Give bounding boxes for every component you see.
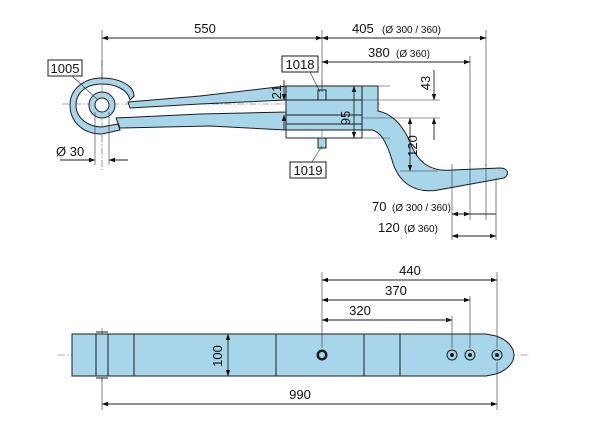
callout-1005: 1005	[51, 61, 80, 76]
dim-eye-diameter: Ø 30	[56, 144, 84, 159]
dim-405: 405	[352, 21, 374, 36]
dim-120-tail-note: (Ø 360)	[404, 224, 438, 235]
dim-440: 440	[399, 263, 421, 278]
dim-990: 990	[289, 387, 311, 402]
dim-70: 70	[372, 199, 386, 214]
dim-95: 95	[338, 111, 353, 125]
callout-1005-box	[47, 59, 83, 77]
dim-405-note: (Ø 300 / 360)	[382, 25, 441, 36]
dim-70-note: (Ø 300 / 360)	[392, 203, 451, 214]
callout-1018-box	[281, 55, 319, 73]
dim-21: 21	[269, 85, 284, 99]
top-view: 100 440 370 320 990	[58, 263, 530, 410]
callout-1018: 1018	[286, 57, 315, 72]
dim-380-note: (Ø 360)	[396, 49, 430, 60]
dim-43: 43	[418, 76, 433, 90]
u-bolt-bottom	[317, 137, 327, 149]
dim-320: 320	[349, 303, 371, 318]
callout-1019-box	[289, 161, 327, 179]
spring-eye	[69, 77, 135, 135]
dim-120-height: 120	[405, 135, 420, 157]
dim-width-100: 100	[210, 345, 225, 367]
dim-550: 550	[194, 21, 216, 36]
dim-120-tail: 120	[378, 220, 400, 235]
dim-370: 370	[385, 283, 407, 298]
side-view: 550 405 (Ø 300 / 360) 380 (Ø 360) 1005 1…	[47, 21, 508, 240]
dim-380: 380	[368, 45, 390, 60]
callout-1019: 1019	[294, 163, 323, 178]
